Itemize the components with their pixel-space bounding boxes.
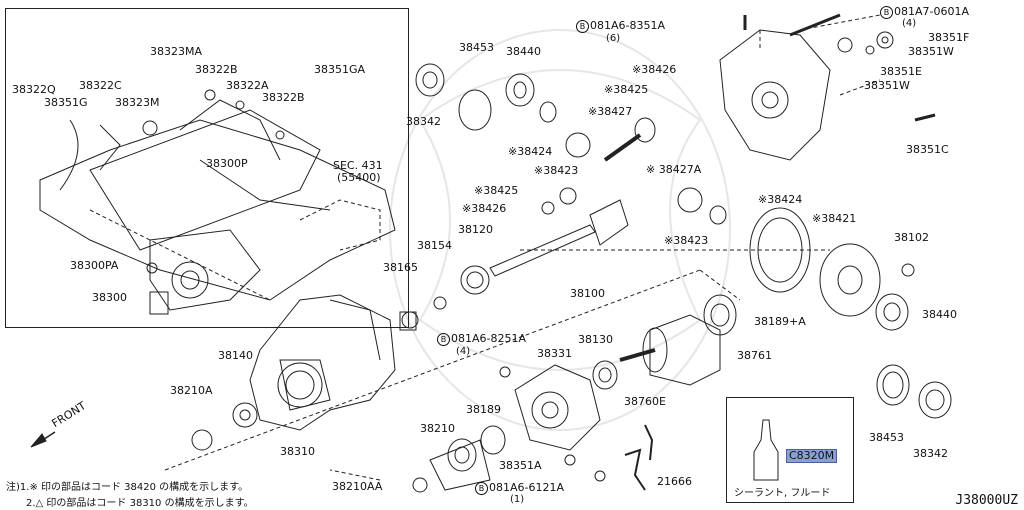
b-symbol-icon: B — [475, 482, 488, 495]
bolt-qty-6121A: (1) — [510, 494, 525, 505]
section-ref-label[interactable]: SEC. 431 — [333, 159, 383, 172]
part-label-C8320M-highlighted[interactable]: C8320M — [786, 449, 838, 463]
part-label-38440-top[interactable]: 38440 — [506, 45, 541, 58]
part-label-38425-a[interactable]: ※38425 — [604, 83, 649, 96]
part-label-38351GA[interactable]: 38351GA — [314, 63, 366, 76]
front-retainer-drawing — [429, 360, 618, 491]
part-label-38300PA[interactable]: 38300PA — [70, 259, 119, 272]
part-label-38351G[interactable]: 38351G — [44, 96, 88, 109]
rear-cover-drawing — [719, 13, 936, 161]
part-label-38323M[interactable]: 38323M — [115, 96, 160, 109]
subframe-assembly-drawing — [39, 89, 396, 315]
drive-pinion-drawing — [460, 199, 629, 295]
part-label-38453-top[interactable]: 38453 — [459, 41, 494, 54]
note-line-1: 注)1.※ 印の部品はコード 38420 の構成を示します。 — [6, 482, 249, 493]
part-label-38351C[interactable]: 38351C — [906, 143, 949, 156]
part-label-38425-b[interactable]: ※38425 — [474, 184, 519, 197]
part-label-38761[interactable]: 38761 — [737, 349, 772, 362]
part-label-38189[interactable]: 38189 — [466, 403, 501, 416]
part-label-38453-right[interactable]: 38453 — [869, 431, 904, 444]
sealant-caption: シーラント, フルード — [734, 488, 831, 499]
part-label-38426-b[interactable]: ※38426 — [462, 202, 507, 215]
part-label-38322Q[interactable]: 38322Q — [12, 83, 56, 96]
sealant-tube-drawing — [753, 419, 779, 481]
part-label-38424-a[interactable]: ※38424 — [508, 145, 553, 158]
section-ref-code: (55400) — [337, 171, 381, 184]
b-symbol-icon: B — [576, 20, 589, 33]
part-label-38300[interactable]: 38300 — [92, 291, 127, 304]
part-label-38331[interactable]: 38331 — [537, 347, 572, 360]
part-label-38102[interactable]: 38102 — [894, 231, 929, 244]
side-retainer-drawing — [619, 294, 737, 386]
part-label-38323MA[interactable]: 38323MA — [150, 45, 203, 58]
part-label-38120[interactable]: 38120 — [458, 223, 493, 236]
part-label-38351W-a[interactable]: 38351W — [908, 45, 954, 58]
note-line-2: 2.△ 印の部品はコード 38310 の構成を示します。 — [26, 498, 254, 509]
part-label-38210A[interactable]: 38210A — [170, 384, 213, 397]
bolt-qty-8251A: (4) — [456, 346, 471, 357]
bolt-qty-8351A: (6) — [606, 33, 621, 44]
part-label-38440-right[interactable]: 38440 — [922, 308, 957, 321]
sealant-inset-frame — [726, 397, 854, 503]
part-label-38424-b[interactable]: ※38424 — [758, 193, 803, 206]
front-arrow-icon — [30, 431, 56, 448]
part-label-38140[interactable]: 38140 — [218, 349, 253, 362]
part-label-38165[interactable]: 38165 — [383, 261, 418, 274]
part-label-38351A[interactable]: 38351A — [499, 459, 542, 472]
part-label-38322B-a[interactable]: 38322B — [195, 63, 238, 76]
part-label-38189A[interactable]: 38189+A — [754, 315, 806, 328]
part-label-38423-b[interactable]: ※38423 — [664, 234, 709, 247]
diagram-id-label: J38000UZ — [955, 493, 1018, 508]
part-label-38154[interactable]: 38154 — [417, 239, 452, 252]
part-label-38322A[interactable]: 38322A — [226, 79, 269, 92]
differential-gears-drawing — [415, 63, 727, 225]
part-label-38351W-b[interactable]: 38351W — [864, 79, 910, 92]
part-label-38300P[interactable]: 38300P — [206, 157, 248, 170]
bolt-qty-0601A: (4) — [902, 18, 917, 29]
subframe-inset-frame — [5, 8, 409, 328]
part-label-38426-a[interactable]: ※38426 — [632, 63, 677, 76]
part-label-38322B-b[interactable]: 38322B — [262, 91, 305, 104]
b-symbol-icon: B — [880, 6, 893, 19]
ring-gear-case-drawing — [749, 207, 915, 331]
part-label-38351E[interactable]: 38351E — [880, 65, 922, 78]
part-label-38342-right[interactable]: 38342 — [913, 447, 948, 460]
carrier-housing-drawing — [249, 294, 396, 431]
part-label-38342-top[interactable]: 38342 — [406, 115, 441, 128]
part-label-38100[interactable]: 38100 — [570, 287, 605, 300]
part-label-38310[interactable]: 38310 — [280, 445, 315, 458]
b-symbol-icon: B — [437, 333, 450, 346]
part-label-38427A[interactable]: ※ 38427A — [646, 163, 702, 176]
part-label-38322C[interactable]: 38322C — [79, 79, 122, 92]
part-label-38760E[interactable]: 38760E — [624, 395, 666, 408]
part-label-38423-a[interactable]: ※38423 — [534, 164, 579, 177]
part-label-38210AA[interactable]: 38210AA — [332, 480, 383, 493]
part-label-38210[interactable]: 38210 — [420, 422, 455, 435]
part-label-38130[interactable]: 38130 — [578, 333, 613, 346]
part-label-21666[interactable]: 21666 — [657, 475, 692, 488]
part-label-38421[interactable]: ※38421 — [812, 212, 857, 225]
reference-lines — [164, 14, 881, 481]
part-label-38427[interactable]: ※38427 — [588, 105, 633, 118]
part-label-38351F[interactable]: 38351F — [928, 31, 970, 44]
